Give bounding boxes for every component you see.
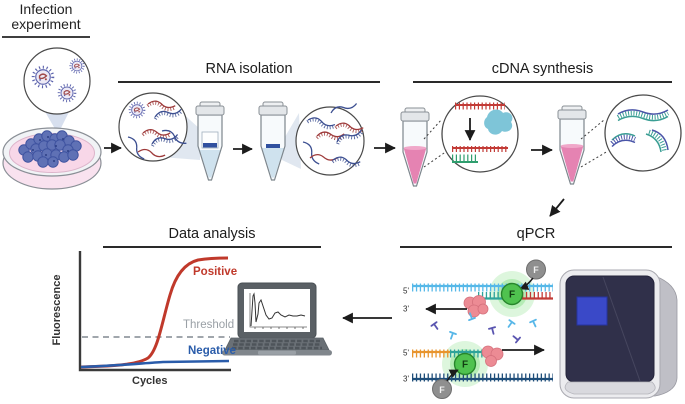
infection-title-line1: Infection (19, 1, 73, 17)
chart-axes (78, 251, 231, 372)
fluorophore-f-label: F (508, 288, 516, 300)
threshold-label: Threshold (183, 319, 235, 331)
rt-lens-circle (441, 95, 519, 173)
machine-screen (576, 296, 608, 326)
infection-title-line2: experiment (11, 16, 81, 33)
qpcr-machine (559, 269, 678, 399)
microtube-rt-reaction (400, 107, 430, 187)
top-strand-3-prime-label: 3' (403, 304, 409, 314)
cdna-synthesis-illustration (400, 94, 682, 187)
cell-cluster (18, 130, 82, 168)
qpcr-title: qPCR (400, 226, 672, 248)
virus-icon (69, 58, 85, 74)
negative-label: Negative (188, 345, 236, 357)
fluorophore-circle (500, 282, 524, 306)
rna-isolation-title: RNA isolation (118, 61, 380, 83)
bottom-strand-5-prime-label: 5' (403, 348, 409, 358)
reverse-transcription-detail (452, 102, 513, 163)
purified-rna-lens-circle (295, 106, 365, 176)
flow-arrows (104, 142, 565, 324)
microtube-eluted-rna (258, 101, 288, 181)
laptop (222, 282, 332, 356)
qpcr-illustration (412, 259, 678, 399)
magnifier-dotted-lines (423, 118, 448, 168)
quencher-circle (526, 259, 546, 280)
free-nucleotides (430, 311, 540, 344)
magnifier-dotted-lines (580, 119, 609, 168)
microtube-cdna (557, 105, 587, 185)
arrow-cdna-to-qpcr (549, 198, 565, 217)
rna-isolation-illustration (118, 92, 365, 181)
virus-icon (31, 65, 55, 89)
polymerase (463, 295, 489, 318)
cdna-synthesis-title: cDNA synthesis (413, 61, 672, 83)
release-arrow (446, 369, 459, 382)
quencher-f-label: F (533, 264, 539, 275)
fluorescence-axis-label: Fluorescence (51, 274, 63, 346)
top-strand-5-prime-label: 5' (403, 286, 409, 296)
magnifier-cone (282, 113, 301, 169)
quencher-f-label: F (439, 384, 445, 395)
data-analysis-illustration (78, 251, 332, 372)
infection-experiment-title: Infection experiment (2, 1, 90, 38)
cycles-axis-label: Cycles (132, 375, 168, 387)
virus-icon (57, 83, 77, 103)
petri-dish (2, 127, 102, 190)
polymerase (481, 345, 504, 367)
cdna-lens-circle (604, 94, 682, 172)
microtube-spin-column (195, 101, 225, 181)
laptop-touchpad (258, 350, 296, 355)
laptop-chart (250, 292, 306, 327)
bottom-dna-strand (412, 349, 553, 382)
magnifier-cone (44, 110, 70, 134)
positive-label: Positive (193, 266, 238, 278)
reverse-transcriptase-enzyme (484, 109, 513, 135)
infection-experiment-illustration (2, 47, 102, 190)
virus-icon (128, 101, 146, 119)
bottom-strand-3-prime-label: 3' (403, 374, 409, 384)
fluorophore-f-label: F (461, 358, 469, 370)
cdna-fragments (610, 109, 670, 153)
virus-lens-circle (23, 47, 91, 115)
quencher-circle (432, 379, 452, 399)
data-analysis-title: Data analysis (103, 226, 321, 248)
fluorophore-circle (453, 352, 477, 376)
negative-curve (80, 359, 230, 369)
